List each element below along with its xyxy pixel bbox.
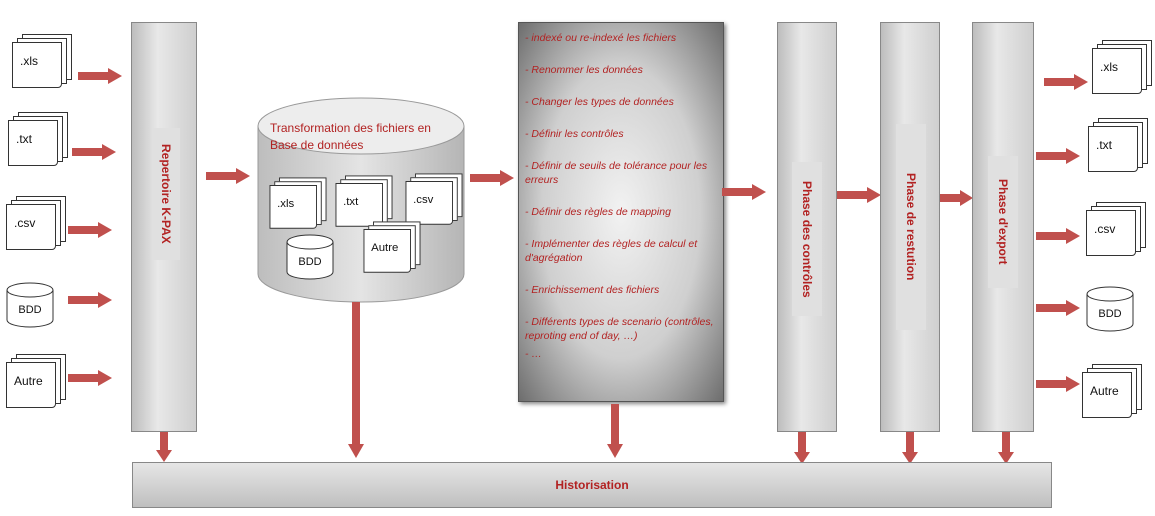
input-csv-file: .csv xyxy=(6,196,66,254)
arrow-down-icon xyxy=(348,302,364,458)
transform-bdd-label: BDD xyxy=(298,256,322,268)
output-xls-label: .xls xyxy=(1100,60,1118,74)
output-xls-file: .xls xyxy=(1092,40,1152,98)
transform-bdd-cylinder: BDD xyxy=(286,234,334,280)
steps-box: - indexé ou re-indexé les fichiers - Ren… xyxy=(518,22,724,402)
output-autre-file: Autre xyxy=(1082,364,1142,422)
phase-restution-label-box: Phase de restution xyxy=(896,124,926,330)
transform-xls-file: .xls xyxy=(269,177,327,232)
output-txt-file: .txt xyxy=(1088,118,1148,176)
arrow-right-icon xyxy=(940,190,973,206)
input-txt-label: .txt xyxy=(16,132,33,146)
output-bdd-label: BDD xyxy=(1098,308,1122,320)
repertoire-label: Repertoire K-PAX xyxy=(159,144,173,244)
input-csv-label: .csv xyxy=(14,216,36,230)
step-item: - Différents types de scenario (contrôle… xyxy=(525,316,714,342)
arrow-right-icon xyxy=(78,68,122,84)
input-autre-label: Autre xyxy=(14,374,43,388)
phase-restution-label: Phase de restution xyxy=(904,173,918,281)
step-item: - Définir de seuils de tolérance pour le… xyxy=(525,160,708,186)
arrow-right-icon xyxy=(837,187,881,203)
arrow-right-icon xyxy=(68,292,112,308)
step-item: - Changer les types de données xyxy=(525,96,674,108)
arrow-right-icon xyxy=(1036,228,1080,244)
step-item: - Définir des règles de mapping xyxy=(525,206,671,218)
phase-export-label: Phase d'export xyxy=(996,179,1010,265)
phase-controles-label-box: Phase des contrôles xyxy=(792,162,822,316)
arrow-right-icon xyxy=(722,184,766,200)
input-bdd-label: BDD xyxy=(18,304,42,316)
output-csv-label: .csv xyxy=(1094,222,1116,236)
arrow-right-icon xyxy=(1044,74,1088,90)
arrow-right-icon xyxy=(1036,300,1080,316)
repertoire-label-box: Repertoire K-PAX xyxy=(152,128,180,260)
arrow-right-icon xyxy=(68,222,112,238)
phase-controles-label: Phase des contrôles xyxy=(800,180,814,298)
transform-csv-label: .csv xyxy=(413,192,434,206)
input-xls-file: .xls xyxy=(12,34,72,92)
arrow-right-icon xyxy=(72,144,116,160)
historisation-bar: Historisation xyxy=(132,462,1052,508)
arrow-down-icon xyxy=(998,432,1014,464)
transform-txt-file: .txt xyxy=(335,175,393,230)
historisation-label: Historisation xyxy=(555,478,629,492)
arrow-down-icon xyxy=(794,432,810,464)
step-item: - Implémenter des règles de calcul et d'… xyxy=(525,238,698,264)
step-item: - Renommer les données xyxy=(525,64,643,76)
arrow-right-icon xyxy=(470,170,514,186)
arrow-down-icon xyxy=(607,404,623,458)
transform-autre-file: Autre xyxy=(363,221,421,276)
phase-export-label-box: Phase d'export xyxy=(988,156,1018,288)
arrow-right-icon xyxy=(1036,376,1080,392)
transform-csv-file: .csv xyxy=(405,173,463,228)
input-txt-file: .txt xyxy=(8,112,68,170)
output-txt-label: .txt xyxy=(1096,138,1113,152)
arrow-right-icon xyxy=(68,370,112,386)
arrow-down-icon xyxy=(902,432,918,464)
input-xls-label: .xls xyxy=(20,54,38,68)
arrow-right-icon xyxy=(206,168,250,184)
step-item: - indexé ou re-indexé les fichiers xyxy=(525,32,677,44)
transform-txt-label: .txt xyxy=(343,194,359,208)
output-autre-label: Autre xyxy=(1090,384,1119,398)
transform-xls-label: .xls xyxy=(277,196,295,210)
output-bdd-cylinder: BDD xyxy=(1086,286,1134,332)
transform-autre-label: Autre xyxy=(371,240,399,254)
output-csv-file: .csv xyxy=(1086,202,1146,260)
input-bdd-cylinder: BDD xyxy=(6,282,54,328)
step-item: - Enrichissement des fichiers xyxy=(525,284,660,296)
transformation-title: Transformation des fichiers en Base de d… xyxy=(270,121,431,152)
input-autre-file: Autre xyxy=(6,354,66,412)
step-item: - … xyxy=(525,348,542,360)
step-item: - Définir les contrôles xyxy=(525,128,624,140)
arrow-right-icon xyxy=(1036,148,1080,164)
arrow-down-icon xyxy=(156,432,172,462)
